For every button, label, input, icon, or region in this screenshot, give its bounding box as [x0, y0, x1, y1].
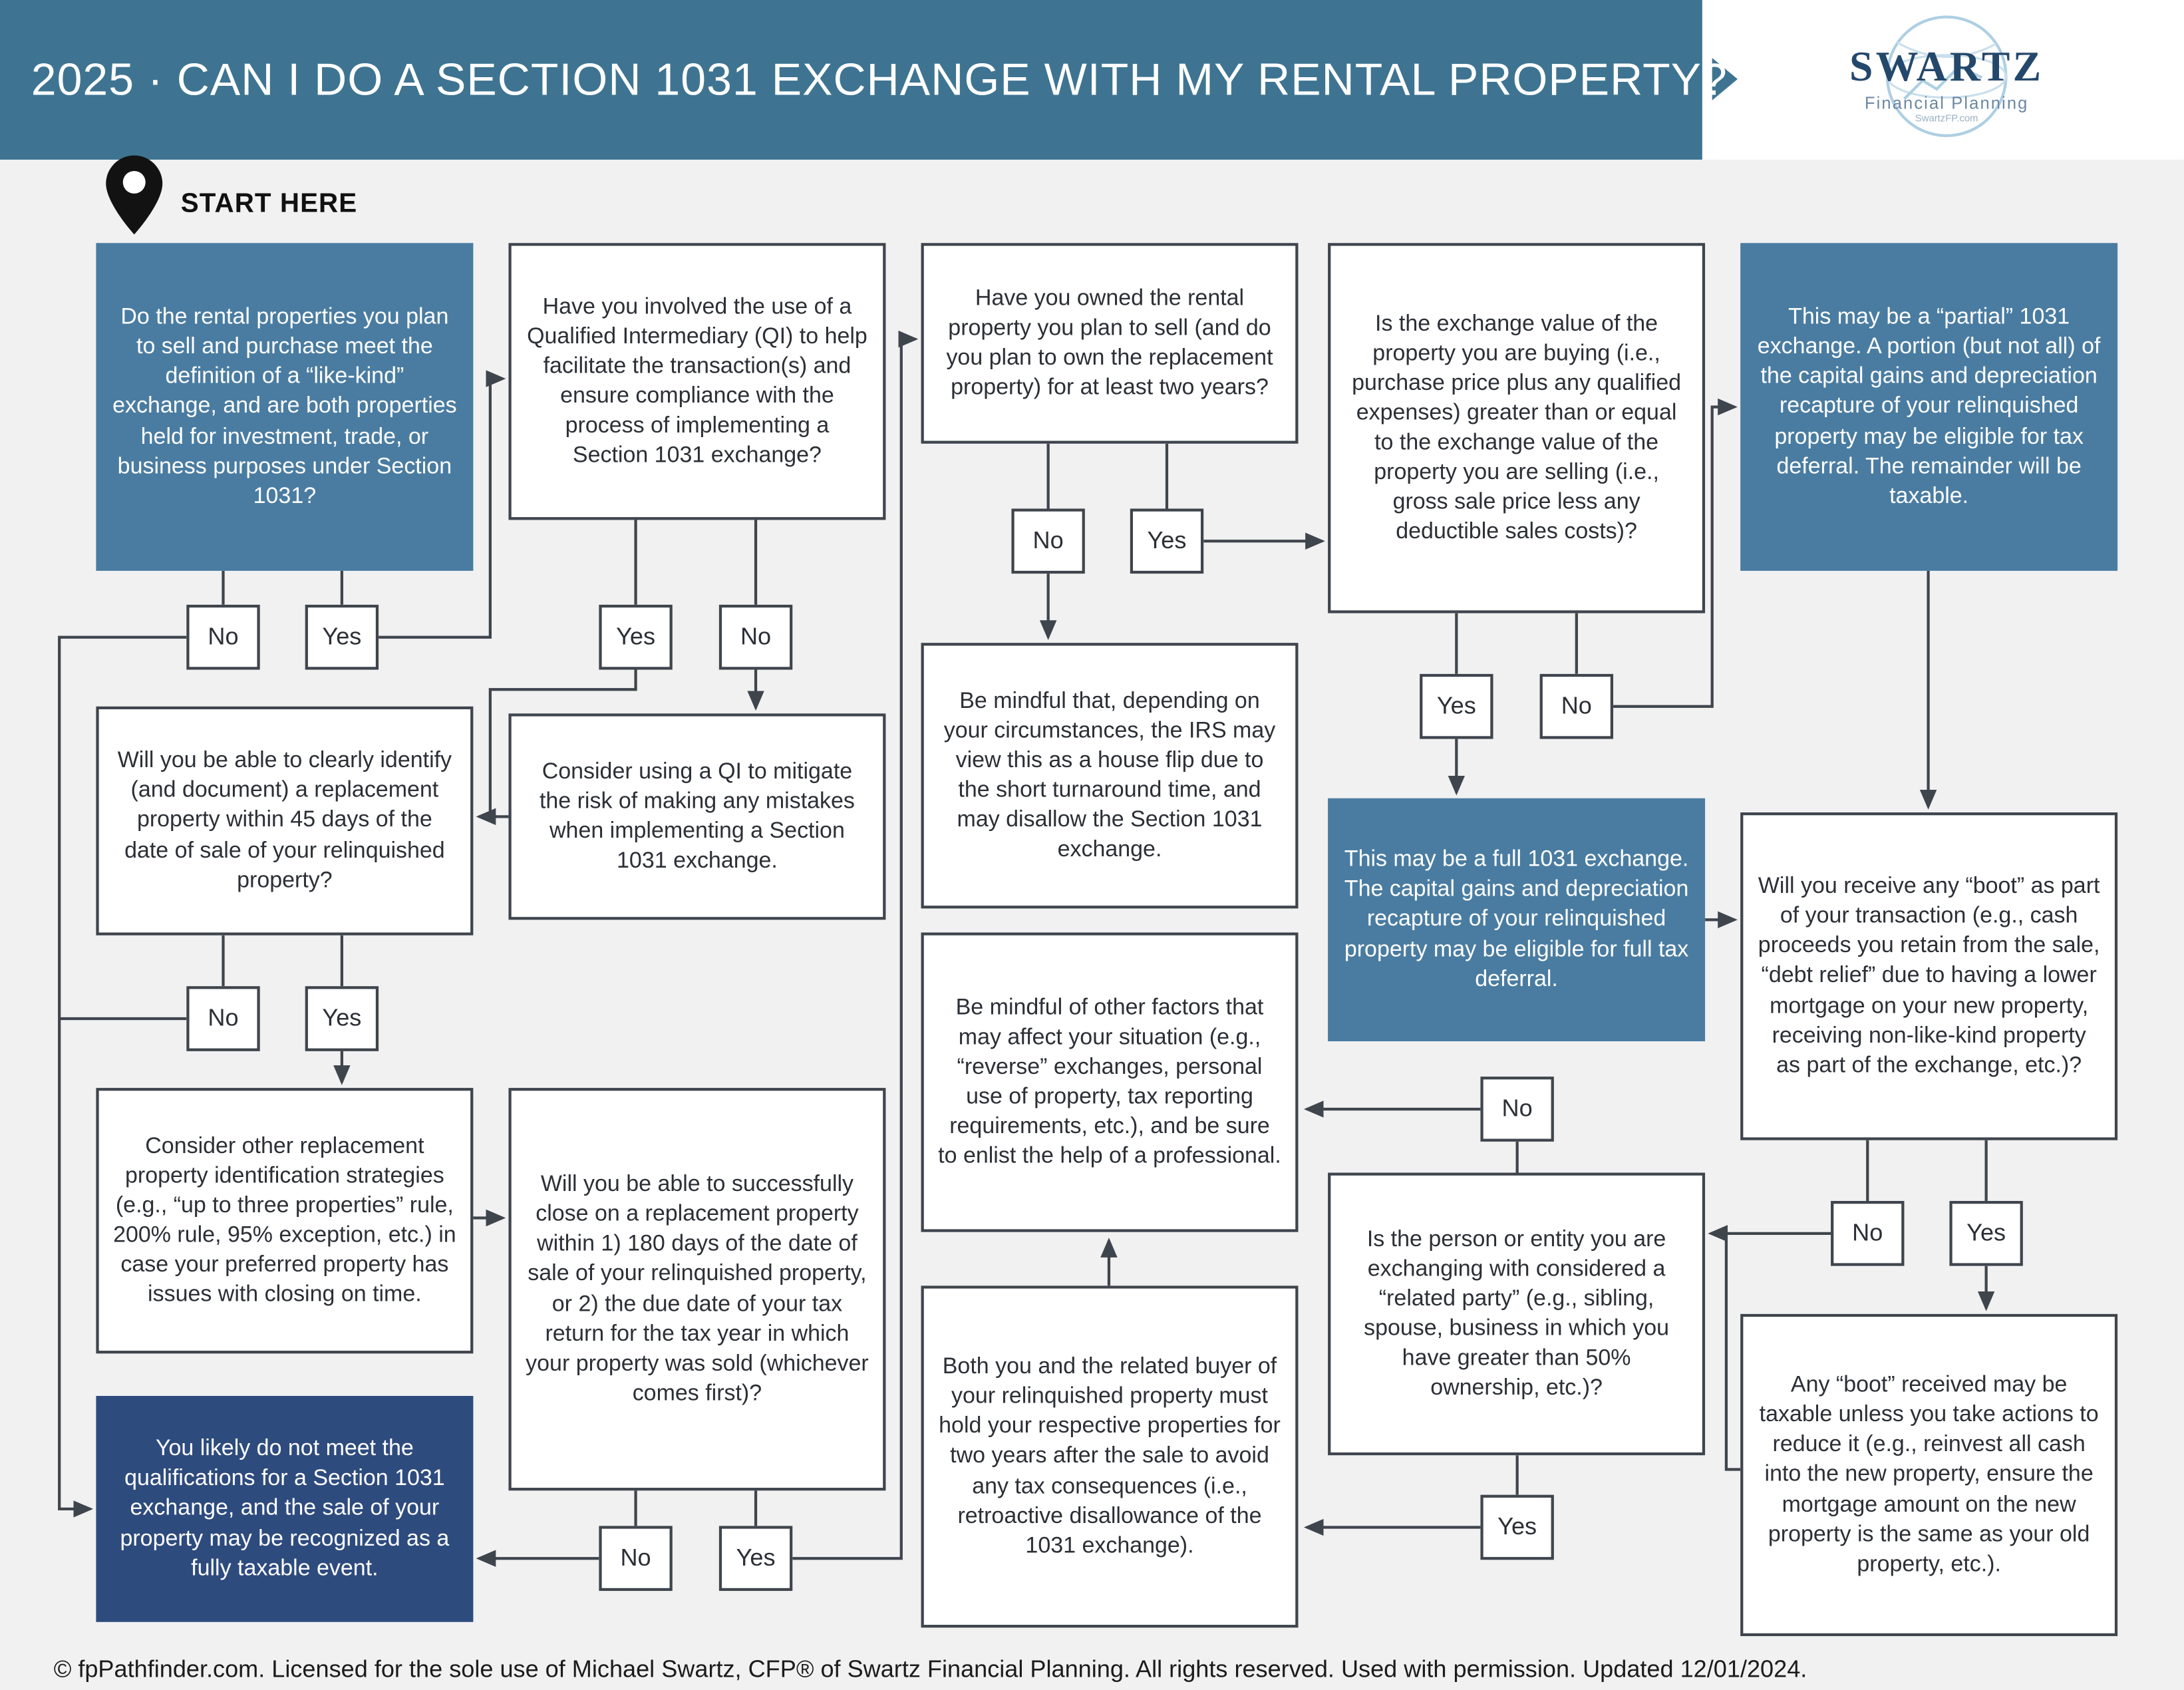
node-boot-taxable-advice: Any “boot” received may be taxable unles… [1740, 1313, 2118, 1637]
node-text: Have you owned the rental property you p… [946, 286, 1273, 401]
node-related-party-holding-advice: Both you and the related buyer of your r… [921, 1285, 1299, 1628]
answer-no-related-party: No [1480, 1077, 1554, 1142]
node-other-factors-advice: Be mindful of other factors that may aff… [921, 932, 1299, 1232]
node-text: Is the exchange value of the property yo… [1352, 311, 1681, 545]
node-two-years-question: Have you owned the rental property you p… [921, 243, 1299, 444]
answer-no-two-years: No [1011, 508, 1085, 574]
answer-yes-45-days: Yes [305, 986, 379, 1051]
node-boot-question: Will you receive any “boot” as part of y… [1740, 812, 2118, 1140]
node-180-days-question: Will you be able to successfully close o… [508, 1088, 886, 1491]
node-text: Be mindful of other factors that may aff… [938, 995, 1281, 1169]
answer-yes-exchange-value: Yes [1420, 673, 1493, 739]
logo-wordmark: SWARTZ [1849, 43, 2044, 90]
answer-no-180-days: No [599, 1526, 673, 1592]
node-45-days-question: Will you be able to clearly identify (an… [96, 706, 474, 935]
node-exchange-value-question: Is the exchange value of the property yo… [1328, 243, 1706, 613]
node-text: Any “boot” received may be taxable unles… [1759, 1373, 2099, 1577]
answer-yes-qi: Yes [599, 604, 673, 670]
node-text: Will you receive any “boot” as part of y… [1758, 874, 2100, 1078]
header-chevron-icon [1712, 58, 1738, 100]
node-not-qualify-result: You likely do not meet the qualification… [96, 1396, 474, 1622]
node-text: Will you be able to successfully close o… [526, 1172, 869, 1406]
node-text: Is the person or entity you are exchangi… [1364, 1227, 1670, 1401]
answer-yes-two-years: Yes [1130, 508, 1204, 574]
logo-subtitle: Financial Planning [1864, 93, 2029, 113]
answer-no-boot: No [1831, 1200, 1905, 1266]
answer-yes-related-party: Yes [1480, 1494, 1554, 1560]
header-bar [0, 0, 1702, 160]
node-qi-question: Have you involved the use of a Qualified… [508, 243, 886, 520]
logo-caption: SwartzFP.com [1915, 114, 1978, 124]
page-title: 2025 · CAN I DO A SECTION 1031 EXCHANGE … [31, 53, 1728, 105]
node-like-kind-question: Do the rental properties you plan to sel… [96, 243, 474, 571]
node-text: This may be a “partial” 1031 exchange. A… [1757, 305, 2101, 508]
node-house-flip-warning: Be mindful that, depending on your circu… [921, 643, 1299, 909]
node-text: Have you involved the use of a Qualified… [527, 295, 867, 468]
node-identification-strategies-advice: Consider other replacement property iden… [96, 1088, 474, 1354]
node-partial-exchange-result: This may be a “partial” 1031 exchange. A… [1740, 243, 2118, 571]
node-text: Do the rental properties you plan to sel… [112, 305, 457, 508]
node-text: Both you and the related buyer of your r… [939, 1355, 1281, 1558]
answer-no-exchange-value: No [1539, 673, 1614, 739]
swartz-logo: SWARTZ Financial Planning SwartzFP.com [1777, 5, 2116, 154]
map-pin-icon [106, 155, 163, 235]
answer-no-45-days: No [186, 986, 260, 1051]
answer-yes-like-kind: Yes [305, 604, 379, 670]
node-text: Be mindful that, depending on your circu… [943, 689, 1276, 862]
node-text: Consider using a QI to mitigate the risk… [539, 759, 855, 874]
answer-no-qi: No [718, 604, 793, 670]
node-text: Consider other replacement property iden… [113, 1134, 456, 1307]
node-text: You likely do not meet the qualification… [120, 1437, 450, 1581]
start-here-label: START HERE [180, 189, 358, 220]
answer-no-like-kind: No [186, 604, 260, 670]
node-text: This may be a full 1031 exchange. The ca… [1344, 848, 1689, 991]
node-related-party-question: Is the person or entity you are exchangi… [1328, 1172, 1706, 1456]
answer-yes-180-days: Yes [718, 1526, 793, 1592]
node-consider-qi-advice: Consider using a QI to mitigate the risk… [508, 713, 886, 920]
license-footer: © fpPathfinder.com. Licensed for the sol… [53, 1655, 1807, 1683]
globe-icon [1885, 15, 2008, 137]
answer-yes-boot: Yes [1949, 1200, 2023, 1266]
node-text: Will you be able to clearly identify (an… [117, 749, 452, 893]
header: 2025 · CAN I DO A SECTION 1031 EXCHANGE … [0, 0, 2184, 160]
node-full-exchange-result: This may be a full 1031 exchange. The ca… [1328, 798, 1706, 1042]
